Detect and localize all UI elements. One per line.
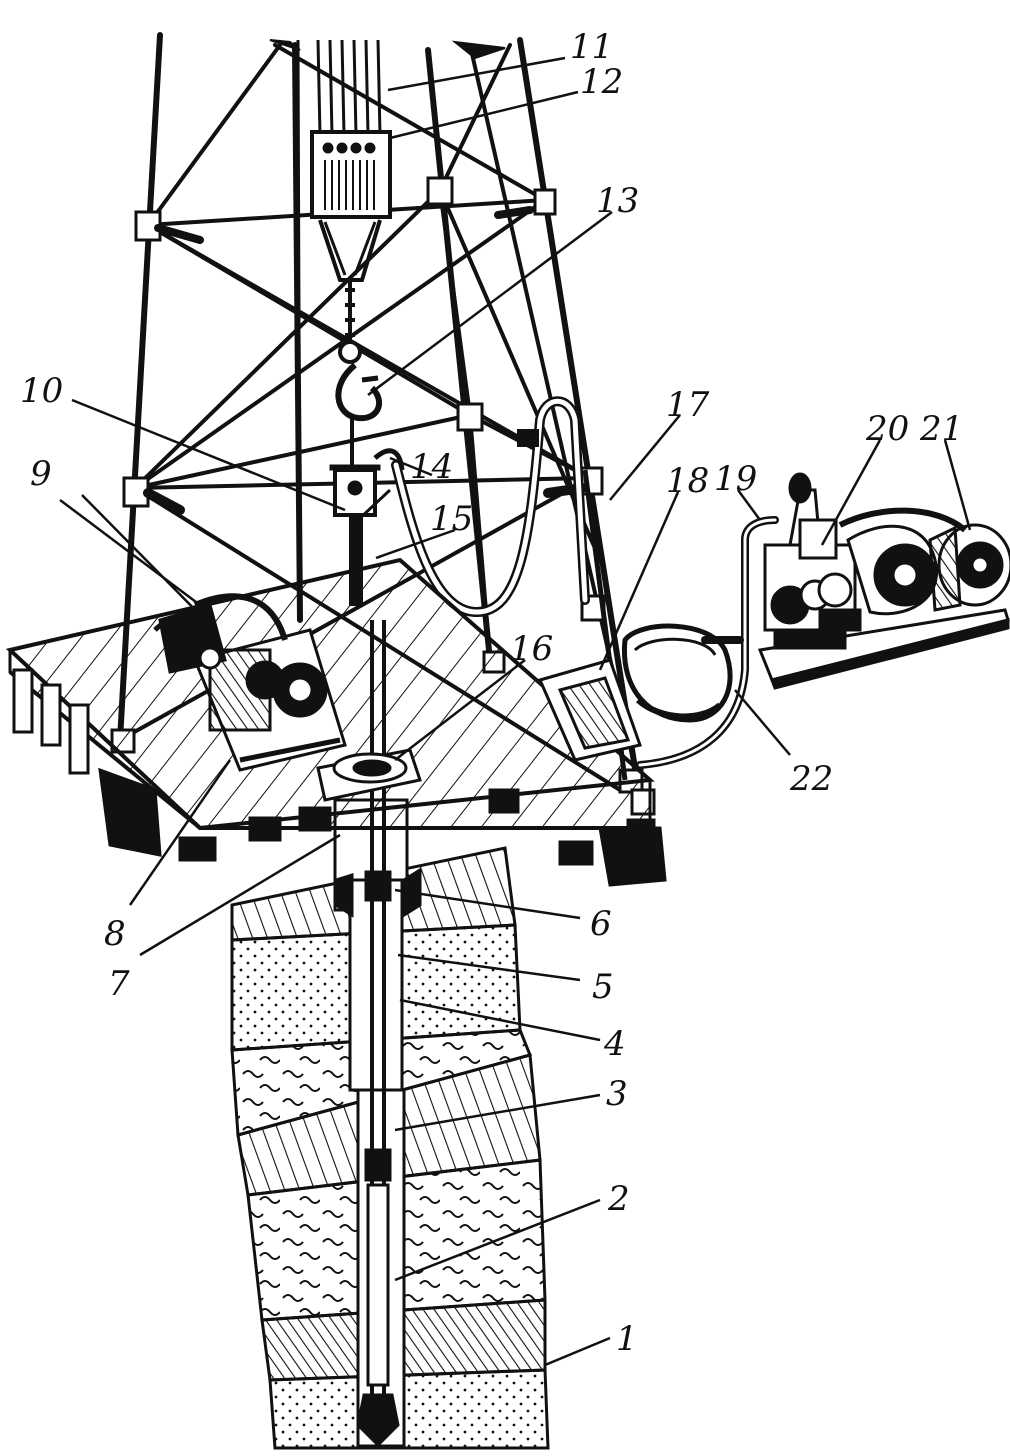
rotary-table <box>316 748 422 802</box>
cement-sheath <box>334 872 354 918</box>
callout-labels: 1 2 3 4 5 6 7 8 9 10 11 12 13 14 15 16 1… <box>20 27 963 1359</box>
callout-label-2: 2 <box>607 1179 630 1219</box>
traveling-block-sheaves <box>324 160 375 210</box>
standpipe-clamp <box>517 429 539 447</box>
mud-pump <box>763 472 857 650</box>
traveling-block-bolts <box>322 142 376 154</box>
callout-label-5: 5 <box>592 967 614 1007</box>
callout-label-13: 13 <box>596 181 639 221</box>
callout-label-4: 4 <box>603 1024 626 1064</box>
callout-label-9: 9 <box>30 454 52 494</box>
leader-lines <box>59 56 972 1367</box>
tool-joint <box>364 870 392 902</box>
callout-label-16: 16 <box>510 629 553 669</box>
casing-string <box>348 878 404 1092</box>
electric-motor <box>838 507 1010 616</box>
hoisting-system <box>296 39 405 621</box>
pump-skid <box>757 472 1010 690</box>
callout-label-1: 1 <box>616 1319 638 1359</box>
callout-label-3: 3 <box>606 1074 628 1114</box>
stratum-dotted-bottom <box>268 1368 550 1450</box>
callout-label-7: 7 <box>108 964 130 1004</box>
callout-label-22: 22 <box>789 759 833 799</box>
hook <box>335 362 383 422</box>
callout-label-21: 21 <box>919 409 963 449</box>
drawworks <box>153 593 347 772</box>
rig-floor-posts <box>12 668 667 887</box>
drilling-line <box>296 39 382 621</box>
callout-label-18: 18 <box>666 461 709 501</box>
callout-label-17: 17 <box>666 385 710 425</box>
pump-lines <box>636 516 779 769</box>
callout-label-6: 6 <box>590 904 612 944</box>
crown-flag-right <box>451 40 506 60</box>
drill-bit <box>356 1393 400 1448</box>
mud-pit <box>537 623 733 762</box>
mud-ring-tank <box>621 623 733 723</box>
callout-label-8: 8 <box>104 914 126 954</box>
callout-label-19: 19 <box>714 459 757 499</box>
air-chamber <box>788 472 812 504</box>
chain-links <box>345 280 355 345</box>
callout-label-20: 20 <box>865 409 909 449</box>
drill-collar-joint <box>364 1148 392 1182</box>
mud-hose <box>391 396 590 618</box>
wellbore <box>333 620 422 1448</box>
crown-flag-left <box>269 39 301 51</box>
callout-label-11: 11 <box>570 27 613 67</box>
callout-label-12: 12 <box>580 62 623 102</box>
callout-label-15: 15 <box>430 499 473 539</box>
derrick-brace-stubs <box>143 206 587 515</box>
swivel-link <box>338 340 362 364</box>
floor-sills <box>178 788 656 866</box>
callout-label-10: 10 <box>20 371 63 411</box>
downhole-motor <box>366 1183 390 1387</box>
derrick-leg-right-back <box>425 47 493 663</box>
callout-label-14: 14 <box>410 447 453 487</box>
